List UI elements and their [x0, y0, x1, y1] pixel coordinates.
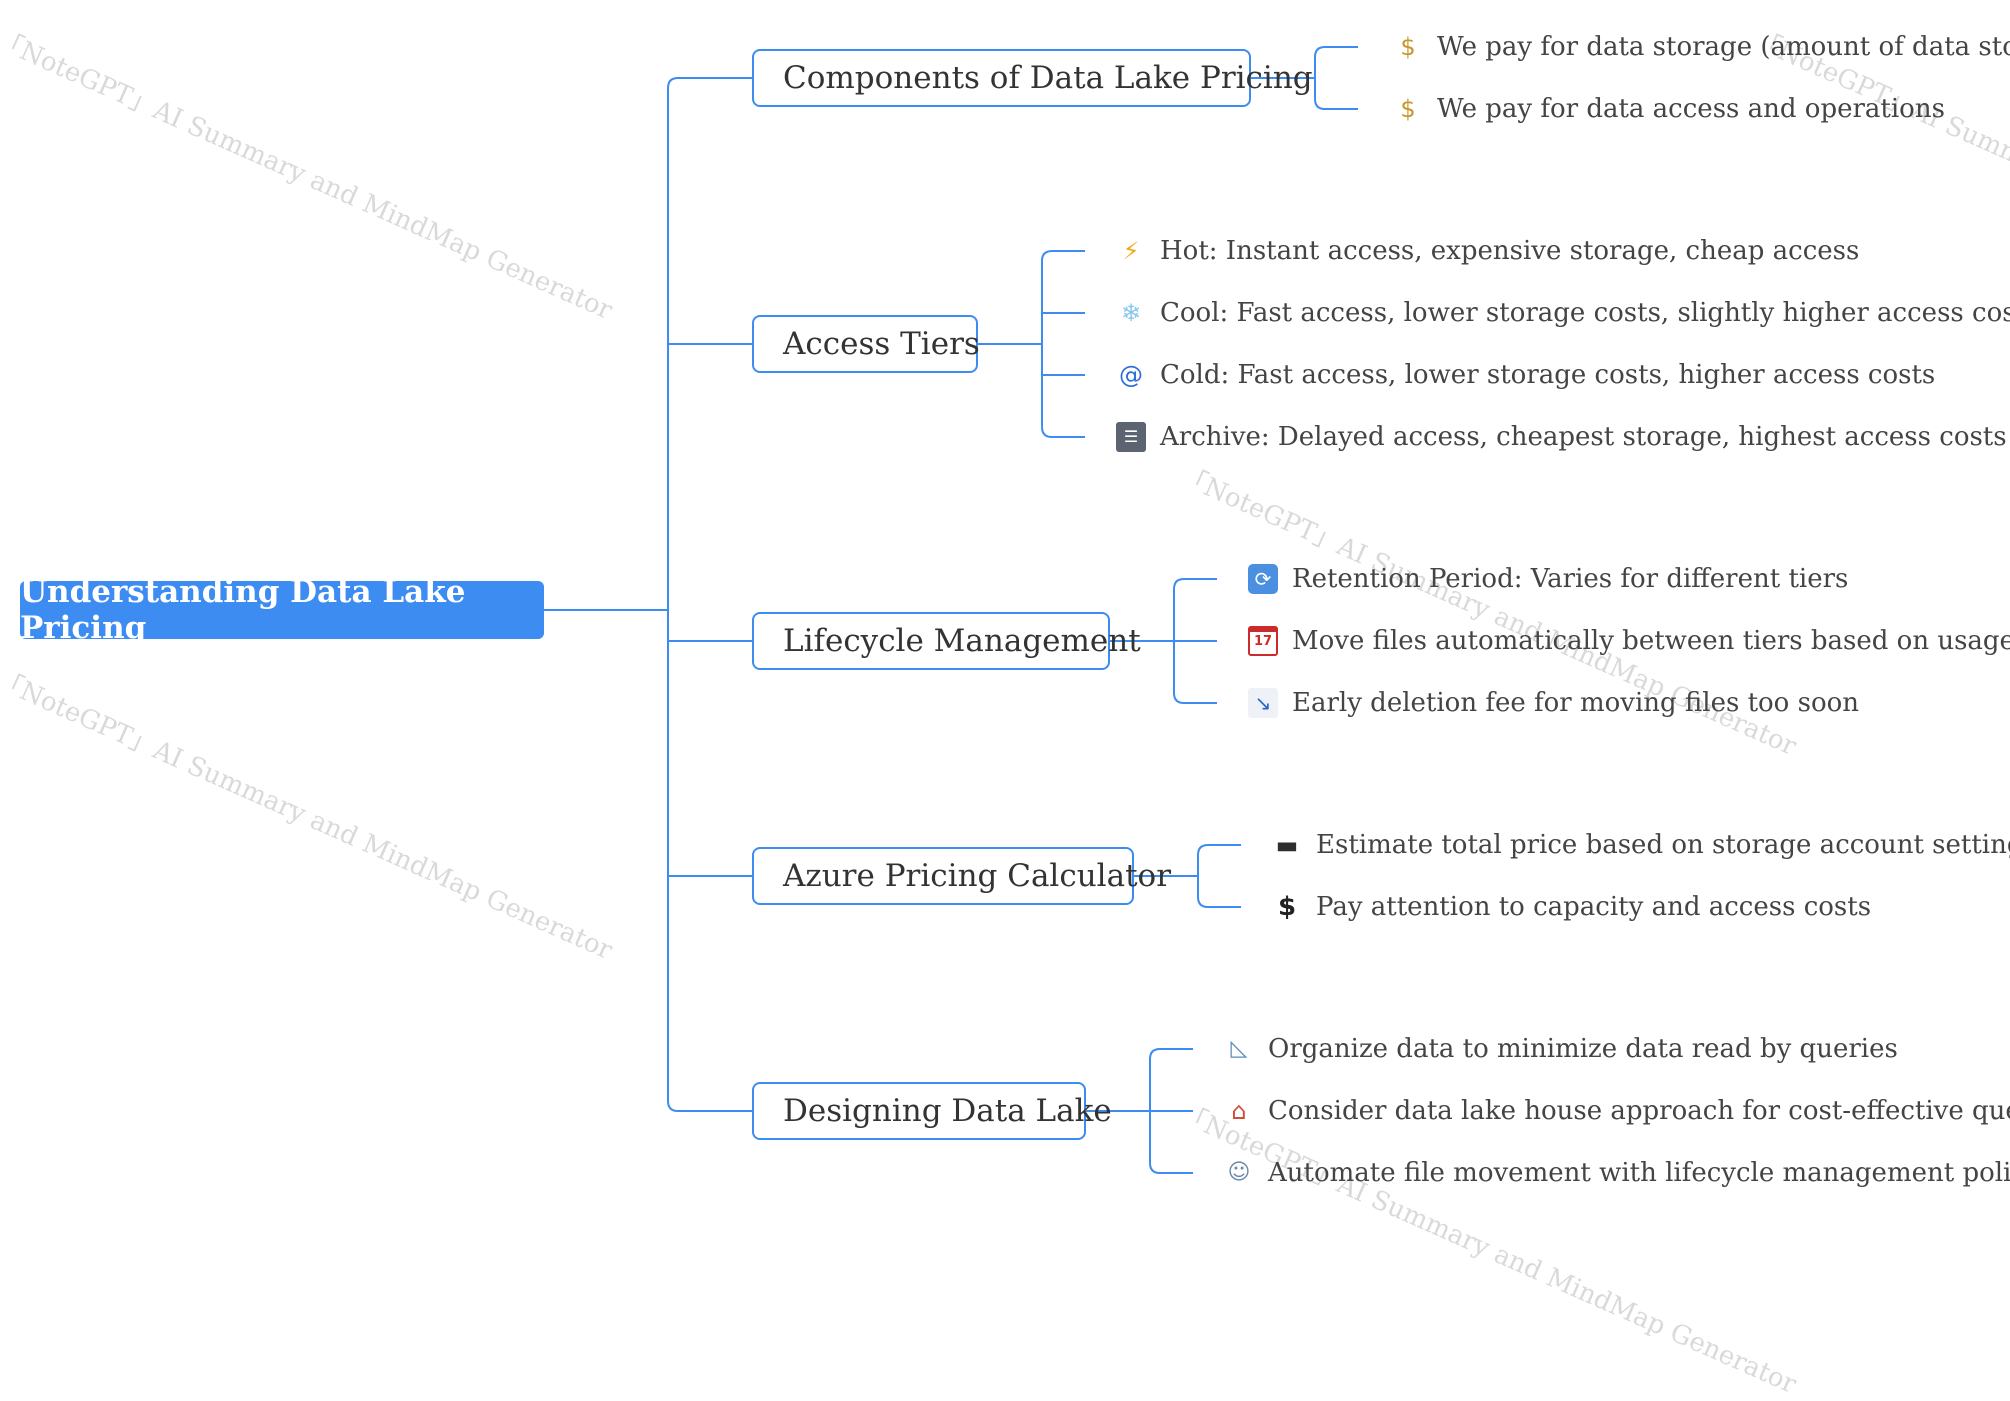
lightning-icon: ⚡ — [1122, 237, 1140, 265]
robot-icon: ☺ — [1227, 1160, 1251, 1185]
leaf-node[interactable]: ⟳ Retention Period: Varies for different… — [1248, 559, 1848, 599]
leaf-label: Estimate total price based on storage ac… — [1316, 830, 2010, 860]
file-cabinet-icon: ☰ — [1116, 422, 1146, 452]
leaf-node[interactable]: $ We pay for data access and operations — [1393, 89, 1945, 129]
laptop-icon: ▬ — [1275, 831, 1299, 859]
branch-label: Components of Data Lake Pricing — [783, 60, 1313, 96]
branch-node-access-tiers[interactable]: Access Tiers — [752, 315, 980, 373]
leaf-node[interactable]: ↘ Early deletion fee for moving files to… — [1248, 683, 1859, 723]
leaf-label: Hot: Instant access, expensive storage, … — [1160, 236, 1860, 266]
leaf-node[interactable]: ◺ Organize data to minimize data read by… — [1224, 1029, 1898, 1069]
leaf-label: Cold: Fast access, lower storage costs, … — [1160, 360, 1936, 390]
connector-line — [1314, 46, 1358, 58]
leaf-node[interactable]: ☰ Archive: Delayed access, cheapest stor… — [1116, 417, 2007, 457]
dollar-icon: $ — [1277, 892, 1297, 922]
leaf-label: Cool: Fast access, lower storage costs, … — [1160, 298, 2010, 328]
leaf-label: Consider data lake house approach for co… — [1268, 1096, 2010, 1126]
connector-line — [667, 1100, 752, 1112]
branch-label: Lifecycle Management — [783, 623, 1141, 659]
leaf-label: Automate file movement with lifecycle ma… — [1268, 1158, 2010, 1188]
leaf-node[interactable]: @ Cold: Fast access, lower storage costs… — [1116, 355, 1935, 395]
connector-line — [1149, 1162, 1193, 1174]
branch-label: Azure Pricing Calculator — [783, 858, 1172, 894]
connector-line — [1173, 578, 1217, 590]
money-bag-icon: $ — [1400, 33, 1416, 61]
connector-line — [1197, 896, 1241, 908]
leaf-node[interactable]: ▬ Estimate total price based on storage … — [1272, 825, 2010, 865]
leaf-node[interactable]: ❄ Cool: Fast access, lower storage costs… — [1116, 293, 2010, 333]
leaf-label: Early deletion fee for moving files too … — [1292, 688, 1859, 718]
leaf-node[interactable]: ☺ Automate file movement with lifecycle … — [1224, 1153, 2010, 1193]
leaf-node[interactable]: 17 Move files automatically between tier… — [1248, 621, 2010, 661]
leaf-node[interactable]: ⌂ Consider data lake house approach for … — [1224, 1091, 2010, 1131]
repeat-icon: ⟳ — [1248, 564, 1278, 594]
money-bag-icon: $ — [1400, 95, 1416, 123]
leaf-label: Archive: Delayed access, cheapest storag… — [1160, 422, 2007, 452]
leaf-label: Organize data to minimize data read by q… — [1268, 1034, 1898, 1064]
leaf-label: Move files automatically between tiers b… — [1292, 626, 2010, 656]
connector-line — [1173, 692, 1217, 704]
triangular-ruler-icon: ◺ — [1230, 1036, 1248, 1061]
connector-line — [667, 77, 752, 89]
leaf-node[interactable]: $ We pay for data storage (amount of dat… — [1393, 27, 2010, 67]
connector-line — [1314, 98, 1358, 110]
branch-node-azure-calculator[interactable]: Azure Pricing Calculator — [752, 847, 1171, 905]
connector-line — [1041, 250, 1085, 262]
cyclone-icon: @ — [1119, 361, 1143, 389]
connector-line — [1149, 1048, 1193, 1060]
branch-node-lifecycle[interactable]: Lifecycle Management — [752, 612, 1141, 670]
connector-line — [1197, 844, 1241, 856]
branch-node-components[interactable]: Components of Data Lake Pricing — [752, 49, 1313, 107]
connector-lines — [544, 46, 1358, 1174]
branch-label: Designing Data Lake — [783, 1093, 1112, 1129]
root-node[interactable]: Understanding Data Lake Pricing — [20, 574, 544, 646]
branch-node-designing[interactable]: Designing Data Lake — [752, 1082, 1112, 1140]
house-icon: ⌂ — [1231, 1097, 1247, 1125]
snowflake-icon: ❄ — [1120, 299, 1142, 327]
calendar-icon: 17 — [1248, 626, 1278, 656]
leaf-label: We pay for data access and operations — [1437, 94, 1945, 124]
leaf-label: We pay for data storage (amount of data … — [1437, 32, 2010, 62]
leaf-node[interactable]: ⚡ Hot: Instant access, expensive storage… — [1116, 231, 1860, 271]
chart-decreasing-icon: ↘ — [1248, 688, 1278, 718]
connector-line — [1041, 426, 1085, 438]
leaf-node[interactable]: $ Pay attention to capacity and access c… — [1272, 887, 1871, 927]
leaf-label: Pay attention to capacity and access cos… — [1316, 892, 1872, 922]
branch-label: Access Tiers — [783, 326, 980, 362]
root-node-label: Understanding Data Lake Pricing — [20, 574, 466, 646]
leaf-label: Retention Period: Varies for different t… — [1292, 564, 1849, 594]
